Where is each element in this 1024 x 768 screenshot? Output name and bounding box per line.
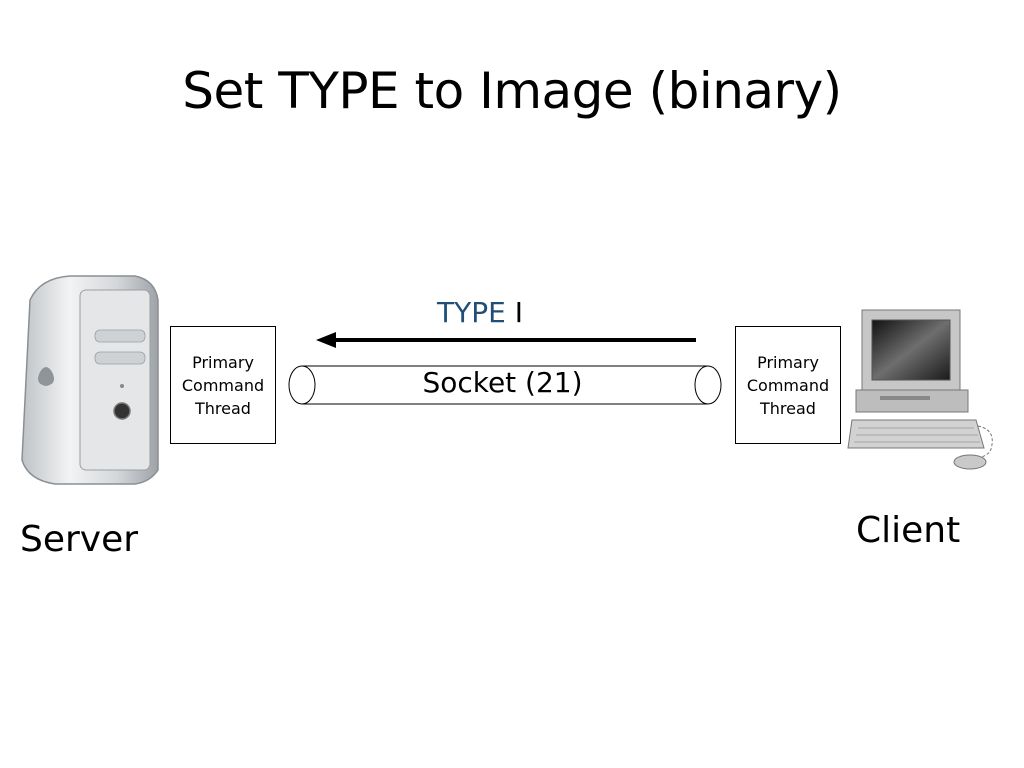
slide-title: Set TYPE to Image (binary) <box>182 62 842 120</box>
thread-label-line: Command <box>746 375 830 395</box>
thread-label-line: Command <box>181 375 265 395</box>
thread-label-line: Primary <box>192 352 254 372</box>
client-label: Client <box>856 510 961 551</box>
command-verb: TYPE <box>437 296 506 329</box>
command-arrow <box>316 332 696 348</box>
thread-label-line: Thread <box>195 398 251 418</box>
desktop-computer-icon <box>847 309 993 470</box>
server-label: Server <box>20 519 139 560</box>
tower-server-icon <box>21 275 159 485</box>
thread-label-line: Primary <box>757 352 819 372</box>
server-primary-command-thread: Primary Command Thread <box>170 326 276 444</box>
client-primary-command-thread: Primary Command Thread <box>735 326 841 444</box>
socket-label: Socket (21) <box>422 366 583 399</box>
command-arg: I <box>514 296 523 329</box>
command-label: TYPE I <box>437 296 523 329</box>
socket-pipe <box>288 365 722 405</box>
thread-label-line: Thread <box>760 398 816 418</box>
